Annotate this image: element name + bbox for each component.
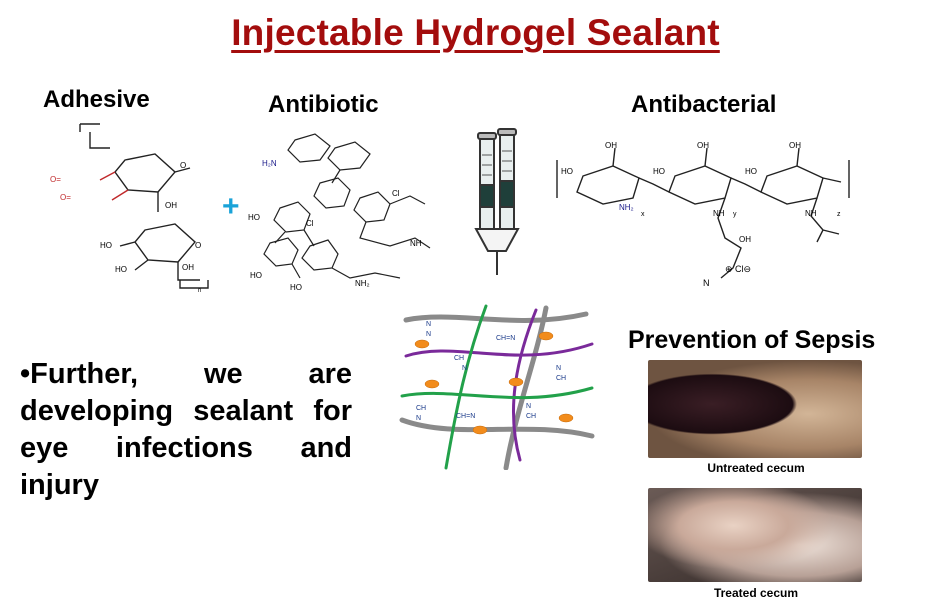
svg-text:NH: NH [713,209,725,218]
svg-text:HO: HO [115,265,127,274]
sepsis-heading: Prevention of Sepsis [628,326,876,354]
svg-text:CH: CH [454,355,464,362]
untreated-caption: Untreated cecum [707,461,805,475]
antibacterial-structure: OH OH OH HO HO HO NH₂ x y z NH NH OH N ⊕… [556,141,850,288]
svg-text:O=: O= [50,175,61,184]
svg-text:N: N [526,403,531,410]
svg-text:OH: OH [182,263,194,272]
svg-text:Cl: Cl [306,219,314,228]
svg-text:O: O [195,241,201,250]
svg-text:HO: HO [248,213,260,222]
plus-sign: + [222,190,240,223]
treated-cecum-photo [648,488,862,582]
svg-text:y: y [733,211,737,218]
svg-text:N: N [462,365,467,372]
svg-text:O=: O= [60,193,71,202]
svg-text:HO: HO [100,241,112,250]
svg-text:N: N [703,278,710,288]
svg-text:x: x [641,211,645,218]
svg-text:Cl: Cl [392,189,400,198]
body-bullet-text: •Further, we are developing sealant for … [20,358,352,501]
title-text: Injectable Hydrogel Sealant [231,12,720,53]
svg-text:NH₂: NH₂ [619,203,634,212]
svg-text:H₂N: H₂N [262,159,277,168]
antibiotic-label: Antibiotic [268,91,379,118]
svg-text:CH: CH [556,375,566,382]
untreated-cecum-photo [648,360,862,458]
svg-text:NH: NH [410,239,422,248]
svg-text:OH: OH [739,235,751,244]
svg-text:HO: HO [745,167,757,176]
svg-text:OH: OH [165,201,177,210]
svg-text:z: z [837,211,841,218]
svg-text:n: n [198,288,201,294]
svg-text:CH=N: CH=N [496,335,515,342]
svg-text:O: O [180,161,186,170]
svg-text:NH₂: NH₂ [355,279,370,288]
svg-text:HO: HO [250,271,262,280]
treated-caption: Treated cecum [713,586,799,600]
adhesive-structure: O= O= O OH HO HO OH O n [50,123,209,294]
svg-text:HO: HO [290,283,302,292]
adhesive-label: Adhesive [43,86,150,113]
svg-text:N: N [556,365,561,372]
svg-text:CH: CH [526,413,536,420]
hydrogel-network-diagram: NN CHN CH=N NCH CHN CH=N NCH [399,304,595,470]
antibacterial-label: Antibacterial [631,91,777,118]
svg-text:OH: OH [605,141,617,150]
svg-text:⊕ Cl⊖: ⊕ Cl⊖ [725,264,751,274]
svg-text:HO: HO [653,167,665,176]
svg-text:OH: OH [789,141,801,150]
svg-text:N: N [416,415,421,422]
syringe-icon [474,128,520,275]
antibiotic-structure: H₂N HO Cl Cl NH HO NH₂ HO [248,133,431,292]
page-title: Injectable Hydrogel Sealant [0,12,951,54]
svg-text:CH=N: CH=N [456,413,475,420]
svg-text:N: N [426,331,431,338]
svg-text:N: N [426,321,431,328]
svg-text:HO: HO [561,167,573,176]
svg-text:NH: NH [805,209,817,218]
svg-text:OH: OH [697,141,709,150]
svg-text:CH: CH [416,405,426,412]
